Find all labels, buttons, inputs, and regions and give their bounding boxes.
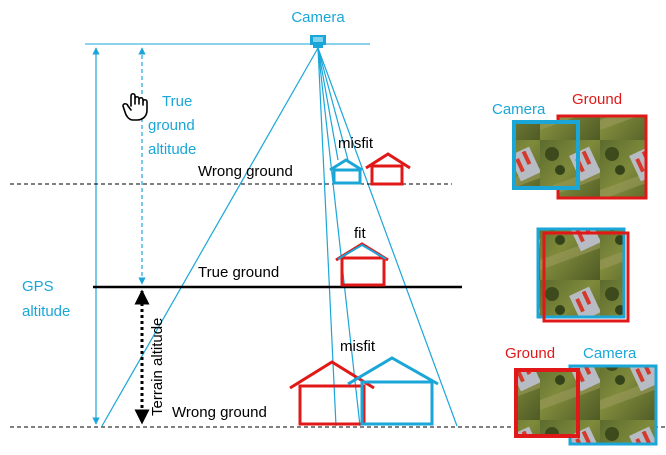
- panel-bottom-ground-label: Ground: [505, 345, 555, 362]
- gps-altitude-label-1: GPS: [22, 278, 54, 295]
- fit-label: fit: [354, 225, 367, 242]
- true-ground-label: True ground: [198, 264, 279, 281]
- top-red-house: [365, 152, 411, 186]
- panel-bottom-camera-image: [568, 364, 658, 446]
- misfit-bottom-label: misfit: [340, 338, 376, 355]
- misfit-top-label: misfit: [338, 135, 374, 152]
- wrong-ground-bottom-label: Wrong ground: [172, 404, 267, 421]
- camera-top-label: Camera: [291, 9, 345, 26]
- wrong-ground-top-label: Wrong ground: [198, 163, 293, 180]
- pointing-hand-icon: [122, 92, 148, 121]
- top-blue-house: [329, 158, 363, 185]
- true-ground-altitude-label-3: altitude: [148, 141, 196, 158]
- camera-icon: [310, 35, 326, 48]
- panel-middle-ground-image: [542, 231, 630, 323]
- true-ground-altitude-label-1: True: [162, 93, 192, 110]
- panel-top-camera-image: [512, 120, 580, 190]
- panel-bottom-ground-image: [514, 368, 580, 438]
- true-ground-altitude-label-2: ground: [148, 117, 195, 134]
- terrain-altitude-label: Terrain altitude: [149, 318, 166, 416]
- gps-altitude-label-2: altitude: [22, 303, 70, 320]
- bottom-red-house: [289, 360, 375, 426]
- panel-top-ground-label: Ground: [572, 91, 622, 108]
- fit-blue-house: [337, 243, 387, 260]
- bottom-blue-house: [347, 356, 439, 426]
- panel-bottom-camera-label: Camera: [583, 345, 637, 362]
- panel-middle-camera-image: [536, 227, 626, 319]
- panel-top-camera-label: Camera: [492, 101, 546, 118]
